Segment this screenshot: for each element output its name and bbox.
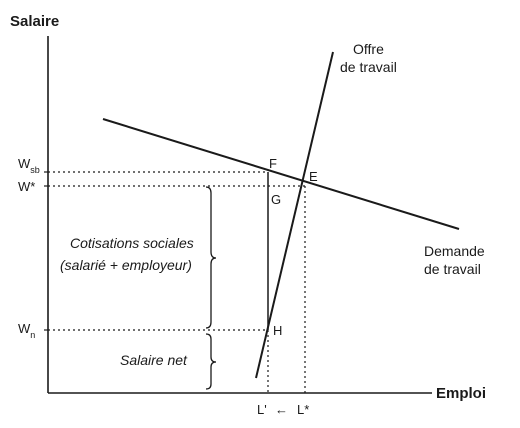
supply-label-line2: de travail [340,59,397,75]
y-axis-title: Salaire [10,13,59,30]
salaire-net-brace [205,333,217,390]
cotisations-brace [205,186,217,329]
x-axis-title: Emploi [436,385,486,402]
wn-base: W [18,321,31,336]
wsb-base: W [18,156,31,171]
supply-label-line1: Offre [353,41,384,57]
point-h-label: H [273,323,282,338]
demand-label-line1: Demande [424,243,485,259]
salaire-net-label: Salaire net [120,352,188,368]
cotisations-label-line2: (salarié + employeur) [60,257,192,273]
point-f-label: F [269,156,277,171]
l-star-label: L* [297,402,309,417]
wstar-label: W* [18,179,35,194]
shift-arrow: ← [275,402,288,417]
point-g-label: G [271,192,281,207]
point-e-label: E [309,169,318,184]
supply-curve [255,51,334,379]
wsb-label: Wsb [18,156,40,175]
wsb-sub: sb [30,165,40,175]
demand-curve [102,118,460,230]
l-prime-label: L' [257,402,267,417]
demand-label-line2: de travail [424,261,481,277]
cotisations-label-line1: Cotisations sociales [70,235,194,251]
wn-sub: n [30,330,35,340]
wn-label: Wn [18,321,35,340]
